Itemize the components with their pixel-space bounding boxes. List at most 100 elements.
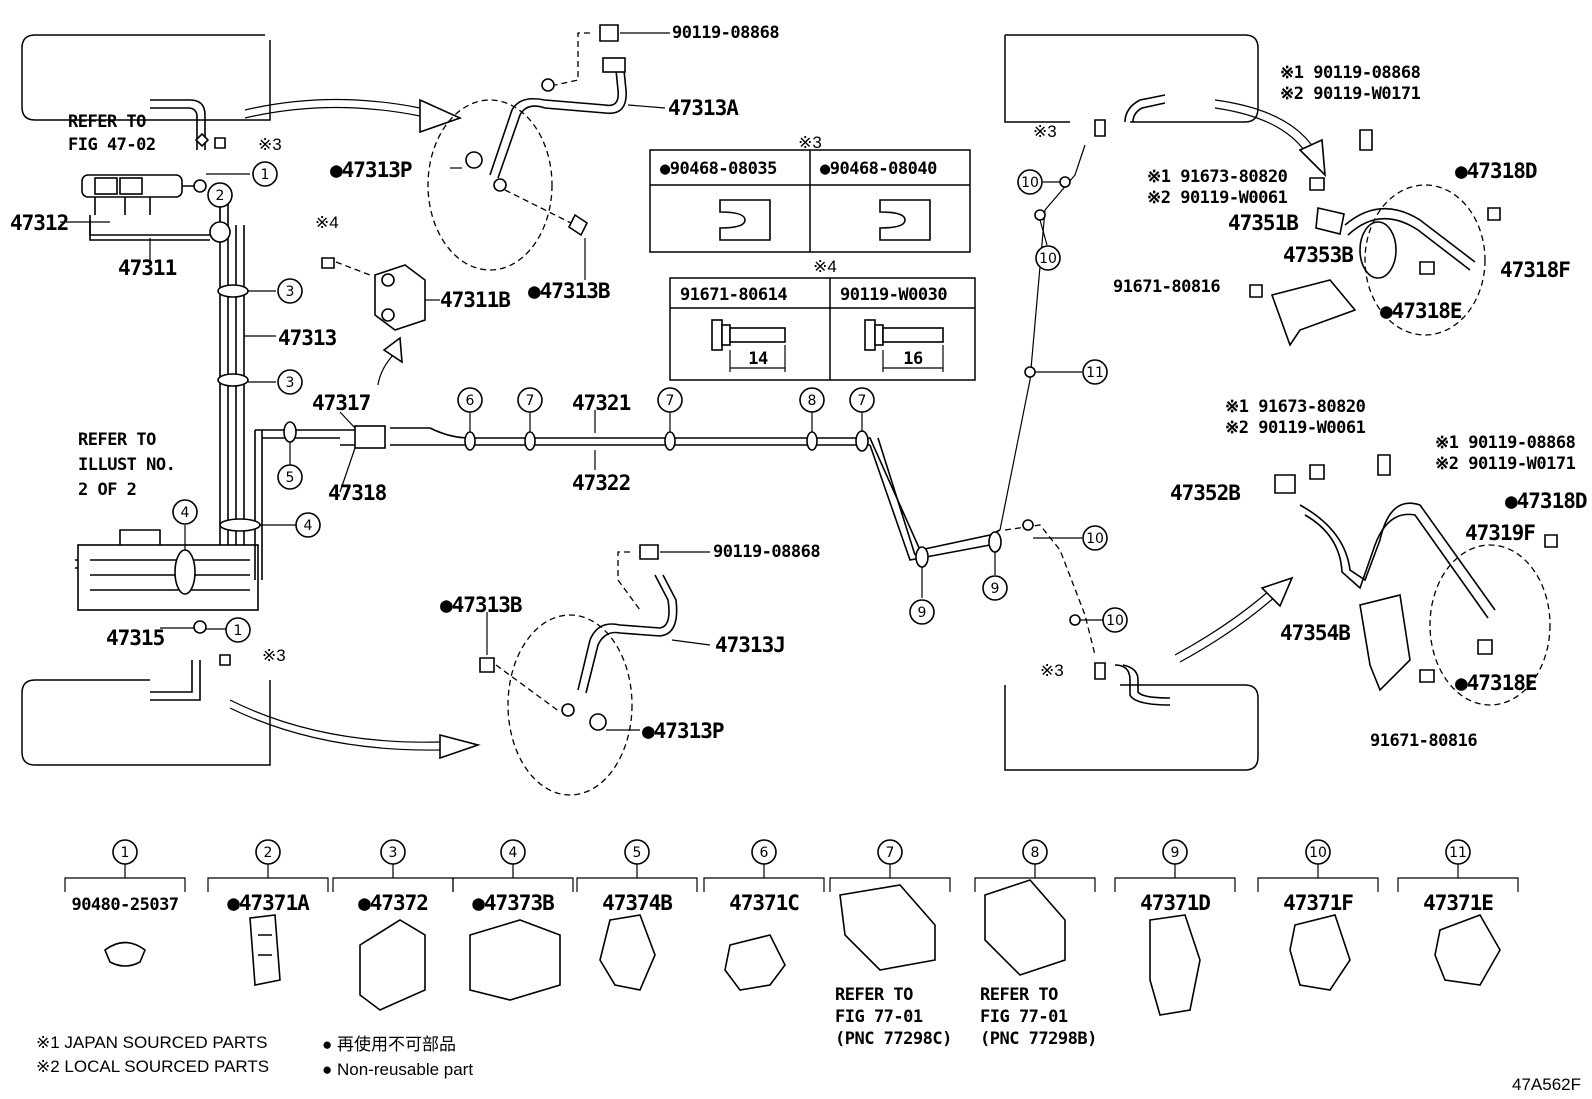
legend-number: 3	[389, 845, 398, 861]
callout-leaders	[60, 32, 1105, 731]
callout-number: 3	[286, 284, 295, 300]
legend-part-number: ●47372	[358, 891, 428, 915]
refer-fig-line-2: FIG 47-02	[68, 135, 156, 155]
label-47319F: 47319F	[1465, 521, 1535, 545]
bolt-table-4-mark: ※4	[813, 257, 837, 276]
legend-part-icon	[839, 884, 936, 971]
bolt-icon-1	[711, 319, 786, 372]
legend-part-number: ●47373B	[472, 891, 554, 915]
refer-illust-line-1: REFER TO	[78, 430, 156, 450]
callout-3: 3	[277, 369, 303, 395]
label-47352B: 47352B	[1170, 481, 1240, 505]
legend-part-icon	[724, 934, 786, 991]
label-90119-08868-mid: 90119-08868	[713, 542, 820, 562]
legend-number: 9	[1171, 845, 1180, 861]
legend-refer-line: FIG 77-01	[835, 1007, 923, 1027]
label-47313: 47313	[278, 326, 337, 350]
legend-number: 6	[760, 845, 769, 861]
legend-number: 1	[121, 845, 130, 861]
label-47318D-top: ●47318D	[1455, 159, 1537, 183]
clip-table-3-col-1: ●90468-08035	[660, 159, 777, 179]
callout-number: 10	[1106, 613, 1124, 629]
callout-10: 10	[1102, 607, 1128, 633]
label-47353B: 47353B	[1283, 243, 1353, 267]
callout-11: 11	[1082, 359, 1108, 385]
legend-item-3: 3 ●47372	[332, 839, 454, 1011]
refer-illust-line-3: 2 OF 2	[78, 480, 136, 500]
detail-47319F	[1274, 454, 1558, 706]
legend-refer-line: FIG 77-01	[980, 1007, 1068, 1027]
legend-item-1: 1 90480-25037	[64, 839, 186, 967]
label-47313A: 47313A	[668, 96, 739, 120]
detail-47313J	[479, 544, 678, 796]
label-47318: 47318	[328, 481, 387, 505]
legend-item-4: 4 ●47373B	[452, 839, 574, 1001]
label-47321: 47321	[572, 391, 631, 415]
legend-part-number: ●47371A	[227, 891, 310, 915]
abs-actuator-block	[77, 429, 340, 611]
mark-4: ※4	[315, 213, 339, 232]
callout-4: 4	[172, 499, 198, 525]
arrow-bottom-right-to-detail	[1174, 576, 1294, 663]
legend-part-icon	[1289, 914, 1351, 991]
mark-3-a: ※3	[258, 135, 282, 154]
callout-number: 5	[286, 470, 295, 486]
bolt-table-4-col-1: 91671-80614	[680, 285, 787, 305]
mark-3-c: ※3	[1033, 122, 1057, 141]
legend-local-sourced: ※2 LOCAL SOURCED PARTS	[36, 1057, 269, 1076]
callout-number: 6	[466, 393, 475, 409]
bracket-47311B	[321, 257, 426, 331]
callout-number: 2	[216, 188, 225, 204]
bolt-dim-2: 16	[903, 349, 923, 369]
callout-number: 7	[526, 393, 535, 409]
legend-part-number: 47374B	[602, 891, 672, 915]
legend-number: 5	[633, 845, 642, 861]
callout-number: 4	[181, 505, 190, 521]
callout-3: 3	[277, 278, 303, 304]
legend-refer-line: REFER TO	[980, 985, 1058, 1005]
legend-part-icon	[104, 941, 146, 967]
legend-part-icon	[984, 879, 1066, 976]
callout-number: 10	[1039, 251, 1057, 267]
junction-47317-47318	[340, 425, 386, 449]
legend-part-icon	[1149, 914, 1201, 1016]
legend-number: 8	[1031, 845, 1040, 861]
label-47313P-bot: ●47313P	[642, 719, 724, 743]
label-47317: 47317	[312, 391, 371, 415]
vehicle-outline-top-right	[1004, 34, 1259, 123]
legend-number: 7	[886, 845, 895, 861]
legend-number: 4	[509, 845, 518, 861]
callout-number: 7	[858, 393, 867, 409]
callout-number: 4	[304, 518, 313, 534]
label-47313P-top: ●47313P	[330, 158, 412, 182]
label-r-bot-1a: ※1 91673-80820	[1225, 397, 1366, 417]
callout-number: 11	[1086, 365, 1104, 381]
label-47313B-bot: ●47313B	[440, 593, 522, 617]
callout-10: 10	[1082, 525, 1108, 551]
label-47315: 47315	[106, 626, 165, 650]
label-47311: 47311	[118, 256, 177, 280]
clip-icon-1	[719, 199, 771, 241]
bottom-parts-legend: 1 90480-25037 2 ●47371A 3 ●47372 4 ●47373B 5 4737…	[64, 839, 1519, 1049]
label-47318E-bot: ●47318E	[1455, 671, 1537, 695]
legend-nonreusable-en: ● Non-reusable part	[322, 1060, 473, 1079]
callout-number: 9	[991, 581, 1000, 597]
callout-1: 1	[225, 617, 251, 643]
label-47318F: 47318F	[1500, 258, 1570, 282]
label-47311B: 47311B	[440, 288, 510, 312]
detail-47313A	[427, 24, 627, 271]
legend-part-number: 90480-25037	[71, 895, 178, 915]
label-r-top-2a: ※2 90119-W0171	[1280, 84, 1421, 104]
label-r-top-2b: ※2 90119-W0061	[1147, 188, 1288, 208]
callout-9: 9	[909, 599, 935, 625]
legend-number: 2	[264, 845, 273, 861]
legend-part-icon	[359, 919, 426, 1011]
pipe-stub-top-right	[1094, 94, 1166, 137]
label-90119-08868-top: 90119-08868	[672, 23, 779, 43]
